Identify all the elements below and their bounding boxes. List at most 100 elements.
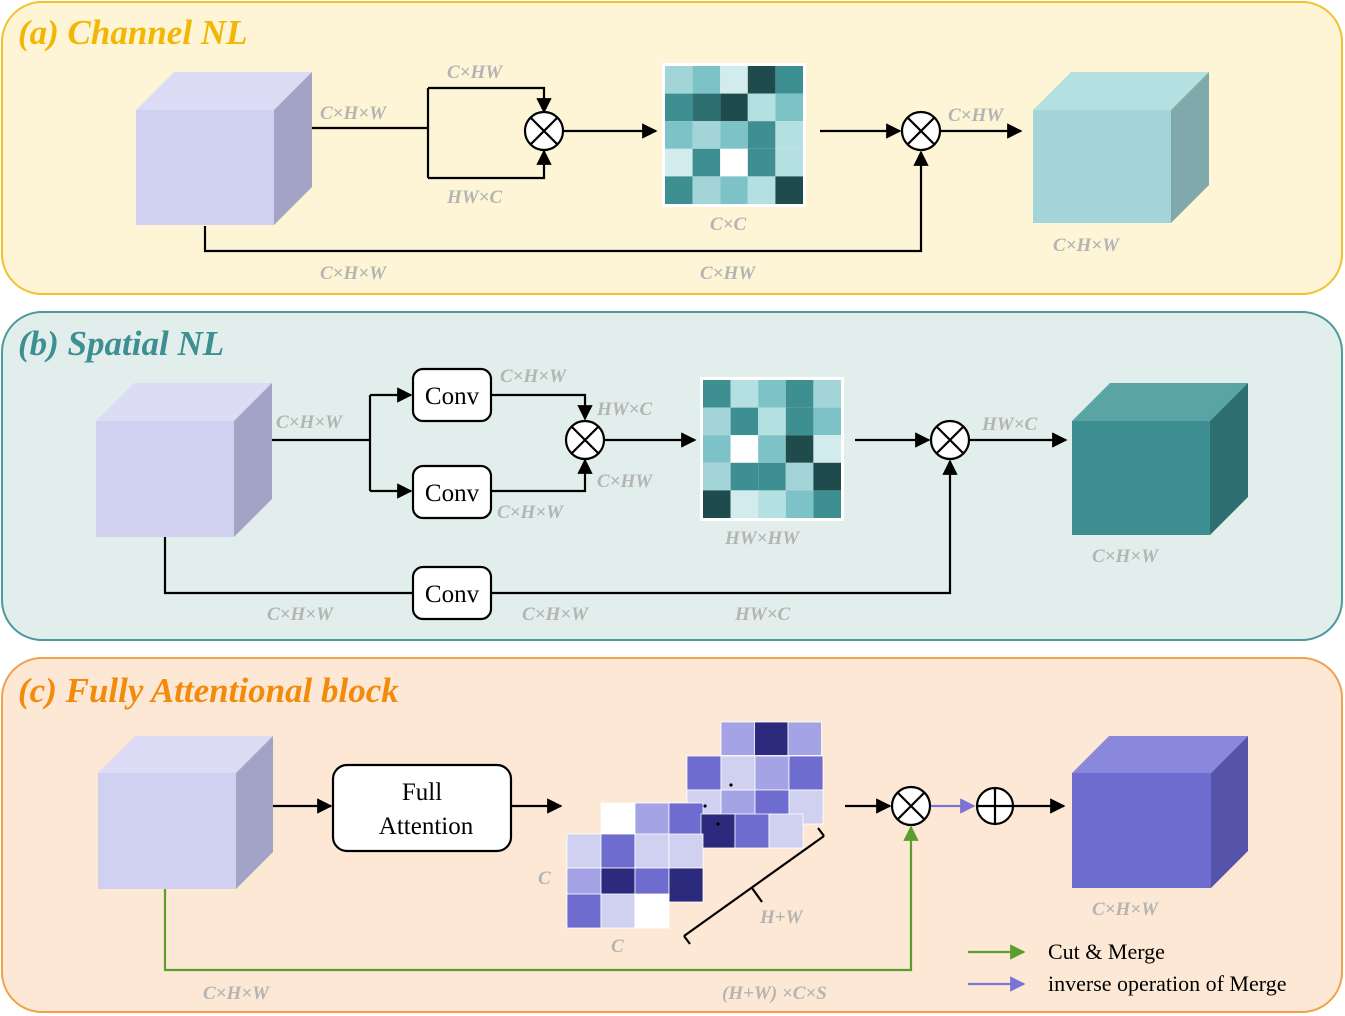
- matrix-cell: [703, 407, 731, 436]
- arrow-top-to-multiply: [428, 86, 552, 114]
- dim-label: C×HW: [948, 105, 1004, 126]
- dim-label: C×H×W: [267, 604, 334, 625]
- attention-map-cell: [686, 755, 722, 791]
- dim-label: C×H×W: [500, 366, 567, 387]
- output-feature-cube: [1033, 72, 1209, 223]
- dim-label: C×H×W: [320, 103, 387, 124]
- multiply-operator-output: [900, 110, 942, 152]
- matrix-cell: [785, 435, 814, 463]
- attention-map-cell: [600, 833, 636, 869]
- dim-label: C×H×W: [497, 502, 564, 523]
- dim-label: C×HW: [700, 263, 756, 284]
- dim-label: HW×C: [734, 604, 790, 625]
- attention-map-cell: [600, 802, 636, 838]
- matrix-cell: [775, 121, 803, 149]
- matrix-cell: [758, 407, 786, 436]
- attention-map-cell: [788, 755, 824, 791]
- cube-side-face: [236, 736, 273, 889]
- skip-connection-a: [203, 150, 929, 253]
- dim-label: C×HW: [447, 62, 503, 83]
- dim-label: C×H×W: [1092, 899, 1159, 920]
- h-plus-w-brace: [683, 827, 825, 945]
- attention-map-cell: [754, 755, 790, 791]
- cube-top-face: [96, 383, 272, 421]
- attention-map-cell: [754, 721, 789, 756]
- conv-box-top: Conv: [411, 367, 493, 423]
- panel-spatial-nl: (b) Spatial NL Conv Conv: [1, 311, 1343, 641]
- dim-label: HW×HW: [724, 528, 800, 549]
- cube-side-face: [1211, 736, 1248, 888]
- attention-map-cell: [566, 833, 602, 869]
- skip-wire-right: [491, 459, 958, 595]
- matrix-cell: [747, 148, 776, 177]
- panel-spatial-background: [1, 311, 1343, 641]
- attention-map-cell: [634, 802, 670, 838]
- dim-label: HW×C: [446, 187, 502, 208]
- dim-label: H+W: [759, 907, 804, 928]
- conv-label: Conv: [425, 383, 480, 410]
- matrix-cell: [692, 148, 721, 177]
- cube-front-face: [96, 421, 234, 537]
- conv-label: Conv: [425, 581, 480, 608]
- attention-map-cell: [734, 813, 770, 849]
- attention-map-cell: [668, 867, 704, 903]
- dim-label: C: [538, 868, 551, 889]
- legend-cut-merge: Cut & Merge: [1048, 939, 1165, 964]
- dim-label: C×HW: [597, 471, 653, 492]
- attention-map-cell: [634, 833, 670, 869]
- dim-label: C×H×W: [276, 412, 343, 433]
- cube-side-face: [1210, 383, 1248, 535]
- matrix-cell: [775, 66, 803, 94]
- multiply-operator: [523, 110, 565, 152]
- ellipsis-dot: [703, 804, 707, 808]
- matrix-cell: [720, 148, 748, 177]
- panel-fully-attentional: (c) Fully Attentional block Full Attenti…: [1, 657, 1343, 1013]
- cube-side-face: [274, 72, 312, 225]
- matrix-cell: [747, 66, 776, 94]
- matrix-cell: [692, 176, 721, 204]
- dim-label: C: [611, 936, 624, 957]
- matrix-cell: [720, 176, 748, 204]
- matrix-cell: [758, 435, 786, 463]
- matrix-cell: [692, 121, 721, 149]
- cube-front-face: [98, 773, 236, 889]
- full-attention-label-line1: Full: [402, 779, 442, 806]
- dim-label: C×H×W: [1053, 235, 1120, 256]
- panel-channel-nl: (a) Channel NL C×H×W C×HW HW×C C×C C×HW …: [1, 1, 1343, 295]
- dim-label: (H+W) ×C×S: [722, 983, 827, 1004]
- matrix-cell: [665, 93, 693, 122]
- matrix-cell: [730, 490, 759, 518]
- matrix-cell: [747, 176, 776, 204]
- cube-top-face: [136, 72, 312, 110]
- matrix-cell: [720, 93, 748, 122]
- matrix-cell: [758, 380, 786, 408]
- attention-map-stack: [566, 721, 824, 929]
- conv-box-skip: Conv: [411, 565, 493, 621]
- matrix-cell: [720, 66, 748, 94]
- legend: Cut & Merge inverse operation of Merge: [968, 939, 1286, 996]
- attention-map-cell: [600, 893, 636, 929]
- cube-top-face: [98, 736, 273, 773]
- matrix-cell: [747, 121, 776, 149]
- matrix-cell: [703, 435, 731, 463]
- matrix-cell: [720, 121, 748, 149]
- cube-front-face: [136, 110, 274, 225]
- arrow-conv-top-to-multiply: [491, 393, 593, 421]
- attention-map-cell: [788, 789, 824, 825]
- matrix-cell: [730, 380, 759, 408]
- full-attention-label-line2: Attention: [379, 813, 474, 840]
- input-feature-cube: [96, 383, 272, 537]
- cube-top-face: [1033, 72, 1209, 110]
- matrix-cell: [758, 490, 786, 518]
- add-operator: [975, 786, 1015, 826]
- full-attention-box: Full Attention: [331, 763, 513, 853]
- attention-map-cell: [700, 813, 736, 849]
- matrix-cell: [665, 148, 693, 177]
- ellipsis-dot: [729, 783, 733, 787]
- conv-label: Conv: [425, 480, 480, 507]
- attention-map-cell: [566, 893, 602, 929]
- matrix-cell: [730, 435, 759, 463]
- arrow-bottom-to-multiply: [428, 149, 552, 180]
- matrix-cell: [703, 490, 731, 518]
